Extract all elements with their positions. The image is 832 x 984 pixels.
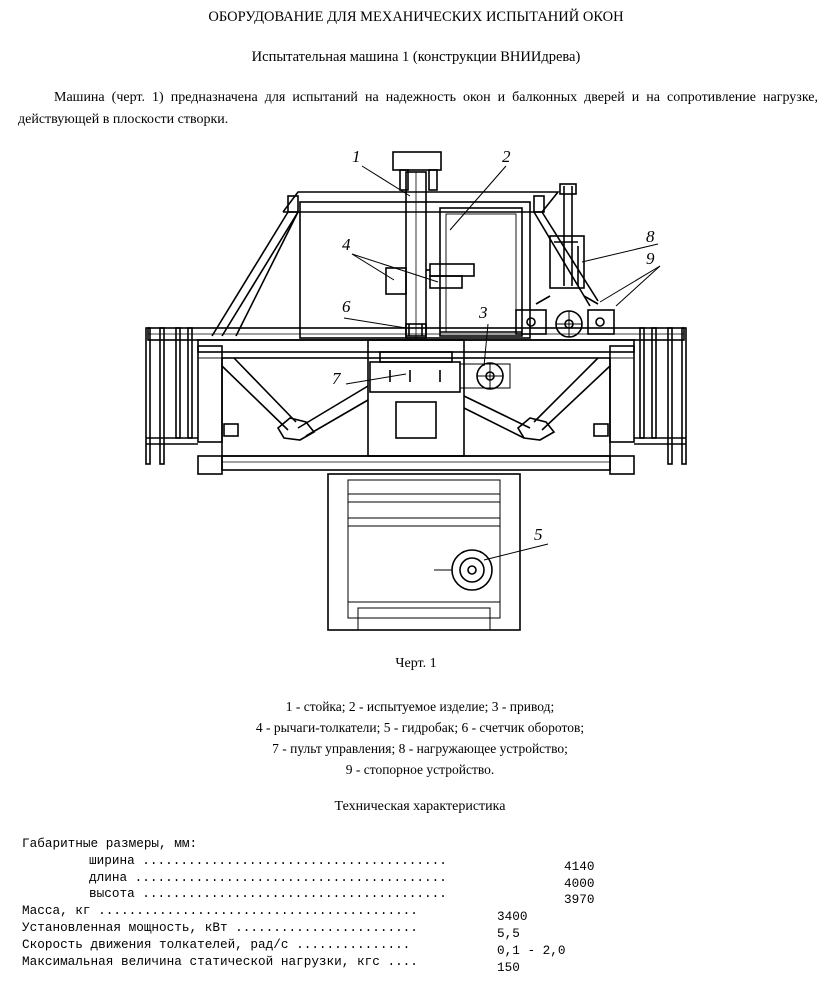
spec-row-mass: Масса, кг ..............................… [22, 903, 594, 924]
document-title: ОБОРУДОВАНИЕ ДЛЯ МЕХАНИЧЕСКИХ ИСПЫТАНИЙ … [208, 9, 624, 25]
intro-paragraph: Машина (черт. 1) предназначена для испыт… [18, 90, 818, 127]
spec-label: Масса, кг ..............................… [22, 903, 418, 919]
drawing-label-2: 2 [502, 147, 511, 166]
figure-caption: Черт. 1 [395, 656, 437, 671]
legend-line: 1 - стойка; 2 - испытуемое изделие; 3 - … [285, 699, 555, 714]
spec-value: 5,5 [497, 925, 520, 941]
drawing-label-3: 3 [478, 303, 488, 322]
drawing-label-8: 8 [646, 227, 655, 246]
drawing-label-4: 4 [342, 235, 351, 254]
tech-spec-title: Техническая характеристика [334, 799, 506, 814]
spec-row-load: Максимальная величина статической нагруз… [22, 953, 594, 975]
spec-label: длина ..................................… [89, 869, 447, 885]
spec-list: Габаритные размеры, мм: ширина .........… [22, 836, 595, 975]
spec-row-width: ширина .................................… [22, 852, 594, 874]
spec-row-power: Установленная мощность, кВт ............… [22, 919, 594, 941]
spec-group-label: Габаритные размеры, мм: [22, 836, 198, 851]
drawing-label-6: 6 [342, 297, 351, 316]
drawing-label-7: 7 [332, 369, 342, 388]
figure-legend: 1 - стойка; 2 - испытуемое изделие; 3 - … [0, 696, 832, 780]
spec-label: Максимальная величина статической нагруз… [22, 953, 418, 969]
machine-drawing: 1 2 3 4 5 6 7 8 9 [145, 147, 687, 631]
spec-value: 4140 [564, 858, 595, 874]
spec-value: 3400 [497, 908, 528, 924]
drawing-label-1: 1 [352, 147, 361, 166]
spec-label: Установленная мощность, кВт ............… [22, 919, 418, 935]
spec-value: 4000 [564, 875, 595, 891]
drawing-label-5: 5 [534, 525, 543, 544]
spec-label: ширина .................................… [89, 852, 447, 868]
legend-line: 4 - рычаги-толкатели; 5 - гидробак; 6 - … [255, 720, 585, 735]
spec-row-speed: Скорость движения толкателей, рад/с ....… [22, 936, 594, 958]
document-subtitle: Испытательная машина 1 (конструкции ВНИИ… [251, 49, 581, 65]
legend-line: 7 - пульт управления; 8 - нагружающее ус… [272, 741, 568, 756]
spec-row-height: высота .................................… [22, 886, 594, 907]
spec-value: 3970 [564, 892, 595, 908]
spec-value: 150 [497, 959, 520, 975]
spec-label: высота .................................… [89, 886, 447, 902]
spec-value: 0,1 - 2,0 [497, 942, 566, 958]
spec-row-length: длина ..................................… [22, 869, 595, 891]
legend-line: 9 - стопорное устройство. [345, 762, 495, 777]
drawing-label-9: 9 [646, 249, 655, 268]
spec-label: Скорость движения толкателей, рад/с ....… [22, 936, 411, 952]
